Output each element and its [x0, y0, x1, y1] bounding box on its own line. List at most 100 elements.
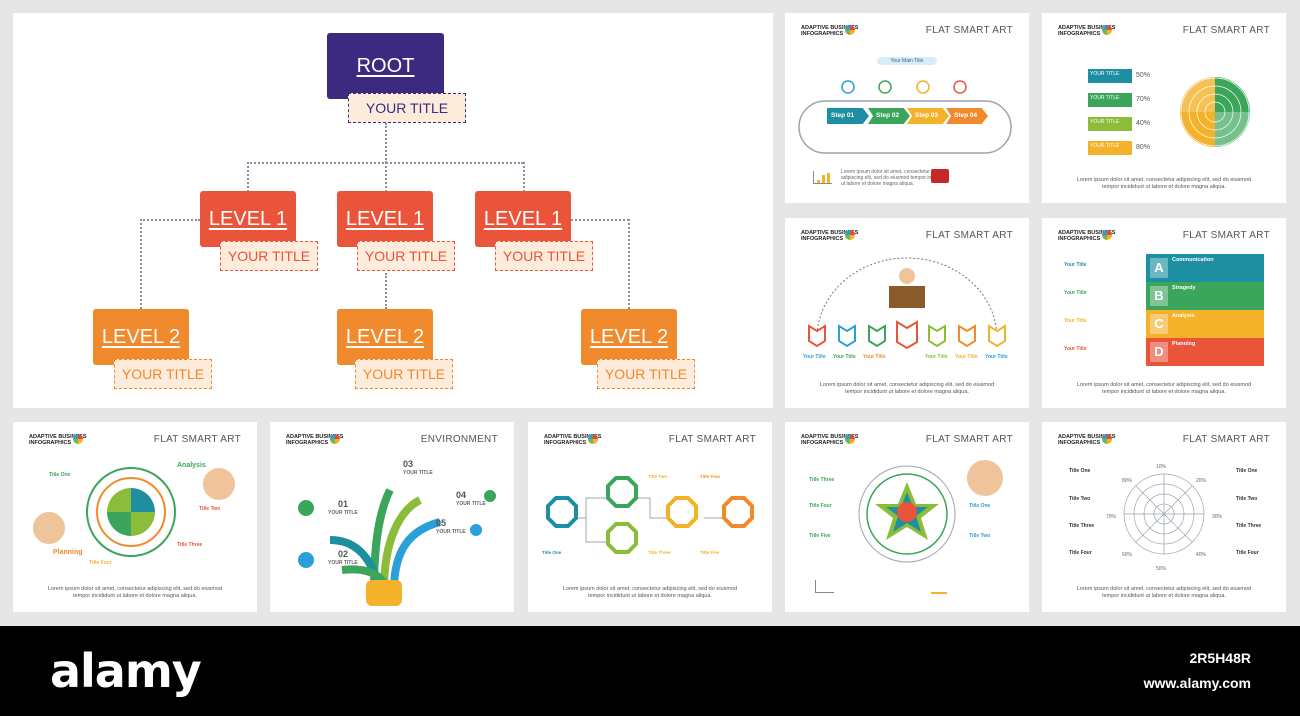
metric-row[interactable]: YOUR TITLE [1088, 117, 1132, 131]
radar-percent: 70% [1106, 514, 1116, 520]
level2-label: LEVEL 2 [102, 326, 180, 349]
abcd-label: Communication [1172, 257, 1214, 263]
arc-slide[interactable]: ADAPTIVE BUSINESS INFOGRAPHICS FLAT SMAR… [785, 218, 1029, 408]
level1-label: LEVEL 1 [209, 208, 287, 231]
brand-logo: ADAPTIVE BUSINESS INFOGRAPHICS [801, 434, 858, 446]
metric-row[interactable]: YOUR TITLE [1088, 93, 1132, 107]
metric-value: 40% [1136, 120, 1150, 127]
environment-diagram [270, 450, 514, 610]
level2-title[interactable]: YOUR TITLE [597, 359, 695, 389]
connector [571, 219, 629, 221]
level2-title[interactable]: YOUR TITLE [114, 359, 212, 389]
pie-logo-icon [73, 434, 83, 444]
pie-logo-icon [845, 25, 855, 35]
percent-radar-slide[interactable]: ADAPTIVE BUSINESS INFOGRAPHICS FLAT SMAR… [1042, 13, 1286, 203]
brand-line2: INFOGRAPHICS [1058, 440, 1100, 446]
alamy-logo: alamy [50, 644, 201, 698]
star-label: Title Four [809, 503, 832, 509]
brand-line2: INFOGRAPHICS [801, 440, 843, 446]
slide-title: FLAT SMART ART [154, 434, 241, 445]
abcd-label: Planning [1172, 341, 1195, 347]
step-arrow[interactable]: Step 03 [907, 108, 949, 124]
abcd-caption: Lorem ipsum dolor sit amet, consectetur … [1042, 382, 1286, 396]
arc-item-label: Your Title [803, 354, 826, 360]
brand-line2: INFOGRAPHICS [801, 31, 843, 37]
level1-title-text: YOUR TITLE [228, 248, 310, 264]
level2-node[interactable]: LEVEL 2 [337, 309, 433, 365]
slide-title: FLAT SMART ART [1183, 25, 1270, 36]
star-label: Title Two [969, 533, 990, 539]
env-item-label: YOUR TITLE [328, 510, 358, 516]
oct-label: Title Five [700, 550, 719, 555]
radar-percent: 80% [1122, 478, 1132, 484]
pie-logo-icon [845, 230, 855, 240]
level1-title-text: YOUR TITLE [503, 248, 585, 264]
env-item-label: YOUR TITLE [403, 470, 433, 476]
brand-line2: INFOGRAPHICS [1058, 31, 1100, 37]
octagon-slide[interactable]: ADAPTIVE BUSINESS INFOGRAPHICS FLAT SMAR… [528, 422, 772, 612]
org-chart-slide: ROOT YOUR TITLE LEVEL 1 YOUR TITLE LEVEL… [13, 13, 773, 408]
main-title-pill: Your Main Title [877, 57, 937, 65]
star-slide[interactable]: ADAPTIVE BUSINESS INFOGRAPHICS FLAT SMAR… [785, 422, 1029, 612]
level1-node[interactable]: LEVEL 1 [200, 191, 296, 247]
level1-node[interactable]: LEVEL 1 [475, 191, 571, 247]
cycle-label: Analysis [177, 462, 206, 469]
oct-label: Title One [542, 550, 561, 555]
radar-right-label: Title One [1236, 468, 1257, 474]
slide-title: FLAT SMART ART [1183, 434, 1270, 445]
oct-label: Title Four [700, 474, 720, 479]
pie-logo-icon [588, 434, 598, 444]
level2-node[interactable]: LEVEL 2 [581, 309, 677, 365]
level1-label: LEVEL 1 [346, 208, 424, 231]
level2-node[interactable]: LEVEL 2 [93, 309, 189, 365]
step-arrow[interactable]: Step 01 [827, 108, 869, 124]
step-arrow[interactable]: Step 04 [946, 108, 988, 124]
root-node[interactable]: ROOT [327, 33, 444, 99]
radar-percent: 20% [1196, 478, 1206, 484]
level2-title-text: YOUR TITLE [122, 366, 204, 382]
level1-node[interactable]: LEVEL 1 [337, 191, 433, 247]
pie-logo-icon [845, 434, 855, 444]
root-title[interactable]: YOUR TITLE [348, 93, 466, 123]
metric-row[interactable]: YOUR TITLE [1088, 69, 1132, 83]
level1-title[interactable]: YOUR TITLE [220, 241, 318, 271]
abcd-letter: B [1150, 286, 1168, 306]
radar-slide[interactable]: ADAPTIVE BUSINESS INFOGRAPHICS FLAT SMAR… [1042, 422, 1286, 612]
metric-row[interactable]: YOUR TITLE [1088, 141, 1132, 155]
brand-line2: INFOGRAPHICS [1058, 236, 1100, 242]
bar-chart-icon [813, 171, 832, 184]
env-number: 05 [436, 518, 446, 528]
steps-slide[interactable]: ADAPTIVE BUSINESS INFOGRAPHICS FLAT SMAR… [785, 13, 1029, 203]
slide-title: FLAT SMART ART [669, 434, 756, 445]
radar-left-label: Title Three [1069, 523, 1094, 529]
slide-title: FLAT SMART ART [926, 230, 1013, 241]
metric-value: 80% [1136, 144, 1150, 151]
root-label: ROOT [357, 55, 415, 78]
oct-label: Title Two [648, 474, 667, 479]
connector [628, 219, 630, 309]
star-label: Title Five [809, 533, 831, 539]
cycle-slide[interactable]: ADAPTIVE BUSINESS INFOGRAPHICS FLAT SMAR… [13, 422, 257, 612]
site-url: www.alamy.com [1144, 675, 1251, 691]
environment-slide[interactable]: ADAPTIVE BUSINESS INFOGRAPHICS ENVIRONME… [270, 422, 514, 612]
abcd-slide[interactable]: ADAPTIVE BUSINESS INFOGRAPHICS FLAT SMAR… [1042, 218, 1286, 408]
pie-logo-icon [1102, 25, 1112, 35]
brand-line2: INFOGRAPHICS [544, 440, 586, 446]
level1-title[interactable]: YOUR TITLE [357, 241, 455, 271]
metric-value: 50% [1136, 72, 1150, 79]
step-arrow[interactable]: Step 02 [868, 108, 910, 124]
step-label: Step 03 [915, 112, 938, 119]
cycle-caption: Lorem ipsum dolor sit amet, consectetur … [13, 586, 257, 600]
abcd-left-title: Your Title [1064, 262, 1087, 268]
oct-label: Title Three [648, 550, 671, 555]
level2-title[interactable]: YOUR TITLE [355, 359, 453, 389]
arc-item-label: Your Title [833, 354, 856, 360]
abcd-letter: A [1150, 258, 1168, 278]
arc-caption: Lorem ipsum dolor sit amet, consectetur … [785, 382, 1029, 396]
level1-title[interactable]: YOUR TITLE [495, 241, 593, 271]
env-number: 01 [338, 499, 348, 509]
brand-line2: INFOGRAPHICS [29, 440, 71, 446]
level2-title-text: YOUR TITLE [605, 366, 687, 382]
slide-title: FLAT SMART ART [926, 25, 1013, 36]
env-item-label: YOUR TITLE [436, 529, 466, 535]
